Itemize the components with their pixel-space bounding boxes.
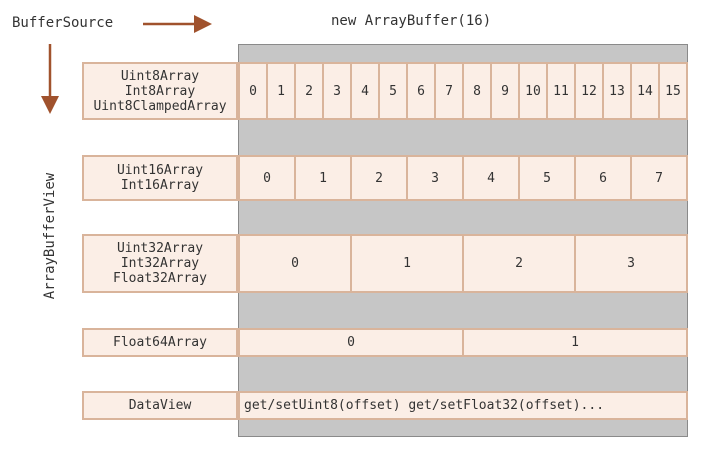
- type-name-label: Float32Array: [113, 271, 207, 286]
- cell-index: 7: [630, 157, 686, 199]
- cell-index: 0: [238, 64, 266, 118]
- cell-index: 3: [574, 236, 686, 291]
- cell-index: 4: [462, 157, 518, 199]
- type-name-label: Int8Array: [124, 83, 196, 99]
- cell-index: 3: [406, 157, 462, 199]
- type-name-label: Uint32Array: [116, 241, 204, 256]
- cell-index: 5: [378, 64, 406, 118]
- type-name-label: Int16Array: [120, 178, 200, 193]
- row-cells: get/setUint8(offset) get/setFloat32(offs…: [238, 391, 688, 420]
- cell-index: 11: [546, 64, 574, 118]
- cell-index: 10: [518, 64, 546, 118]
- cell-index: 12: [574, 64, 602, 118]
- cell-index: 0: [238, 236, 350, 291]
- right-arrow-icon: [143, 15, 212, 33]
- type-name-label: Uint8ClampedArray: [93, 98, 227, 114]
- cell-index: 5: [518, 157, 574, 199]
- cell-index: 1: [462, 330, 686, 355]
- cell-index: 6: [574, 157, 630, 199]
- cell-index: 14: [630, 64, 658, 118]
- type-name-label: DataView: [128, 398, 192, 413]
- array-buffer-view-label: ArrayBufferView: [42, 172, 58, 300]
- cell-index: 9: [490, 64, 518, 118]
- cell-index: 1: [266, 64, 294, 118]
- row-label: Float64Array: [82, 328, 238, 357]
- cell-index: 6: [406, 64, 434, 118]
- type-name-label: Int32Array: [120, 256, 200, 271]
- cell-index: get/setUint8(offset) get/setFloat32(offs…: [238, 393, 686, 418]
- cell-index: 8: [462, 64, 490, 118]
- type-name-label: Uint16Array: [116, 163, 204, 178]
- cell-index: 7: [434, 64, 462, 118]
- cell-index: 1: [350, 236, 462, 291]
- cell-index: 15: [658, 64, 686, 118]
- buffer-source-label: BufferSource: [12, 15, 114, 31]
- cell-index: 4: [350, 64, 378, 118]
- type-name-label: Uint8Array: [120, 68, 200, 84]
- cell-index: 2: [350, 157, 406, 199]
- cell-index: 0: [238, 330, 462, 355]
- down-arrow-icon: [41, 44, 59, 114]
- cell-index: 1: [294, 157, 350, 199]
- cell-index: 2: [294, 64, 322, 118]
- array-buffer-label: new ArrayBuffer(16): [331, 13, 492, 29]
- cell-index: 2: [462, 236, 574, 291]
- type-name-label: Float64Array: [113, 335, 207, 350]
- cell-index: 0: [238, 157, 294, 199]
- cell-index: 3: [322, 64, 350, 118]
- cell-index: 13: [602, 64, 630, 118]
- row-label: DataView: [82, 391, 238, 420]
